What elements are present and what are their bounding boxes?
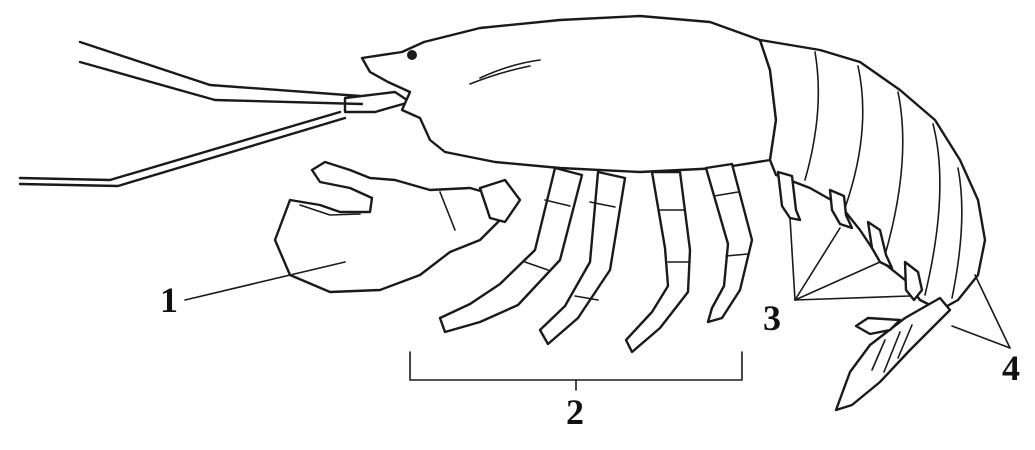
label-1: 1	[160, 280, 178, 320]
claw	[275, 162, 520, 292]
label-2: 2	[566, 392, 584, 432]
carapace	[362, 16, 776, 172]
label-3: 3	[763, 298, 781, 338]
tail-fan	[836, 298, 950, 410]
eye-icon	[407, 50, 417, 60]
antennae	[20, 42, 410, 186]
label-4: 4	[1002, 348, 1020, 388]
